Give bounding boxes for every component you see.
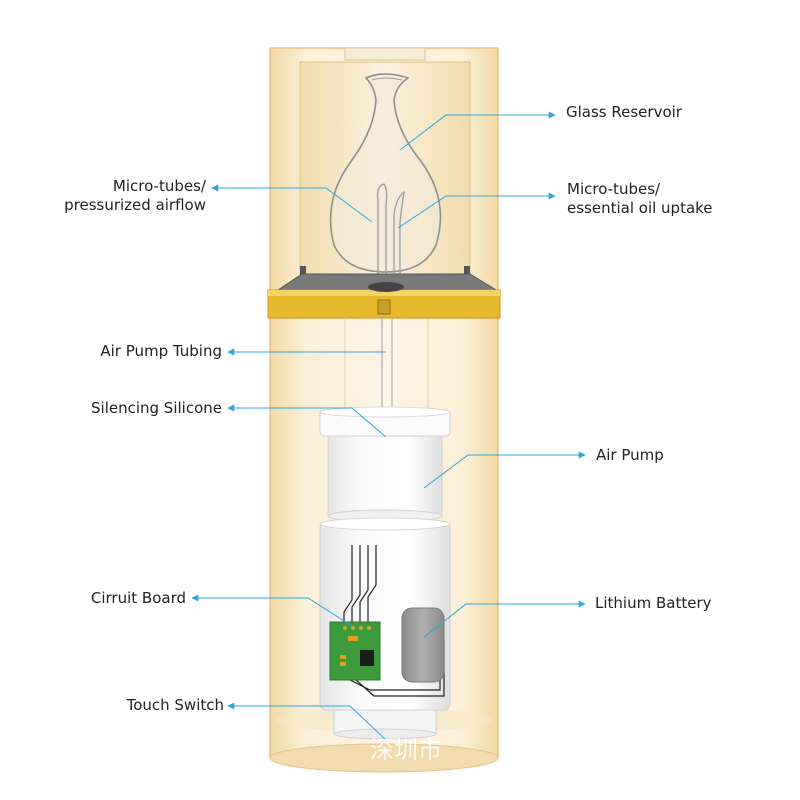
touch-switch	[333, 709, 437, 740]
leader-lines	[191, 111, 586, 741]
label-lithium-battery: Lithium Battery	[595, 594, 712, 612]
leader-lithium-battery	[423, 600, 586, 638]
leader-air-pump	[423, 451, 586, 489]
label-micro-tubes-pressurized: Micro-tubes/ pressurized airflow	[64, 177, 206, 214]
mounting-plate	[267, 266, 501, 319]
label-air-pump: Air Pump	[596, 446, 664, 464]
micro-tubes	[376, 183, 405, 283]
label-air-pump-tubing: Air Pump Tubing	[100, 342, 222, 360]
watermark: 深圳市	[370, 736, 442, 764]
circuit-board	[329, 621, 381, 681]
silencing-silicone	[319, 406, 451, 437]
label-silencing-silicone: Silencing Silicone	[91, 399, 222, 417]
label-micro-tubes-oil-uptake: Micro-tubes/ essential oil uptake	[567, 180, 713, 217]
label-glass-reservoir: Glass Reservoir	[566, 103, 682, 121]
leader-micro-tubes-right	[397, 192, 556, 229]
label-circuit-board: Cirruit Board	[90, 589, 186, 607]
leader-micro-tubes-left	[211, 184, 373, 223]
label-touch-switch: Touch Switch	[126, 696, 224, 714]
air-pump	[327, 435, 443, 523]
glass-reservoir	[329, 73, 442, 273]
leader-circuit-board	[191, 594, 353, 627]
leader-glass-reservoir	[399, 111, 556, 151]
lithium-battery	[401, 607, 445, 683]
leader-silencing-silicone	[227, 404, 387, 438]
leader-touch-switch	[227, 702, 387, 741]
